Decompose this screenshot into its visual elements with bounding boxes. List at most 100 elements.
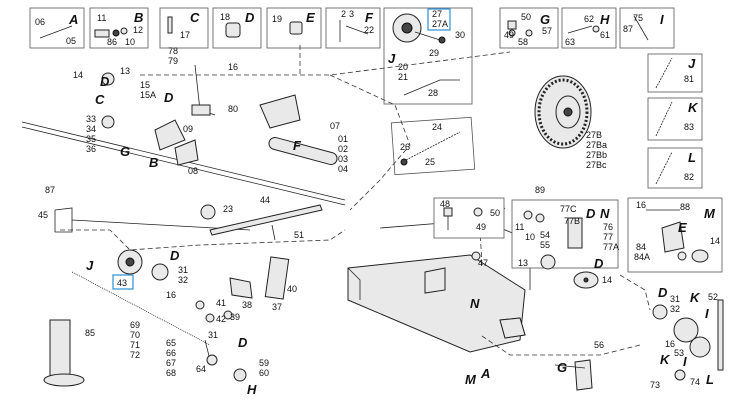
svg-text:80: 80 [228, 104, 238, 114]
svg-text:59: 59 [259, 358, 269, 368]
svg-text:77: 77 [603, 232, 613, 242]
detail-letter-d7: D [658, 285, 668, 300]
svg-text:01: 01 [338, 134, 348, 144]
svg-text:51: 51 [294, 230, 304, 240]
detail-letter-k: K [690, 290, 701, 305]
part-number: 28 [428, 88, 438, 98]
detail-box-i[interactable]: I 75 87 [619, 7, 675, 49]
detail-letter-h: H [247, 382, 257, 397]
detail-letter-n: N [470, 296, 480, 311]
chain-callouts: 69 70 71 72 65 66 67 68 [130, 320, 176, 378]
svg-text:31: 31 [670, 294, 680, 304]
part-number: 81 [684, 74, 694, 84]
detail-box-f[interactable]: F 2 3 22 [325, 7, 381, 49]
detail-letter-d5: D [586, 206, 596, 221]
svg-text:56: 56 [594, 340, 604, 350]
detail-letter-b: B [149, 155, 158, 170]
detail-box-b[interactable]: B 11 12 86 10 [89, 7, 149, 49]
detail-letter: A [68, 12, 78, 27]
svg-text:47: 47 [478, 258, 488, 268]
detail-letter: F [365, 10, 374, 25]
part-number: 27B [586, 130, 602, 140]
detail-box-j-sprocket[interactable]: J 27 27A 29 30 20 21 28 [383, 7, 473, 105]
svg-text:11: 11 [515, 222, 524, 232]
detail-letter-d2: D [100, 74, 110, 89]
part-number: 2 [341, 9, 346, 19]
detail-box-d[interactable]: D 18 [212, 7, 262, 49]
detail-letter-j: J [86, 258, 94, 273]
mid-assembly [43, 204, 346, 387]
detail-box-g[interactable]: G 50 49 57 58 [499, 7, 559, 49]
svg-text:77C: 77C [560, 204, 577, 214]
detail-box-k-chain[interactable]: K 83 [647, 97, 703, 141]
svg-text:42: 42 [216, 314, 226, 324]
detail-letter-a: A [480, 366, 490, 381]
part-number: 21 [398, 72, 408, 82]
part-number: 27Bc [586, 160, 607, 170]
svg-text:52: 52 [708, 292, 718, 302]
detail-letter-e: E [678, 220, 687, 235]
bottom-right-assembly: 56 73 74 52 53 31 32 16 D K I L K I G M … [465, 274, 724, 391]
part-number: 05 [66, 36, 76, 46]
detail-box-a[interactable]: A 06 05 [29, 7, 85, 49]
svg-text:84A: 84A [634, 252, 650, 262]
detail-box-bolts[interactable]: 48 49 50 47 [433, 197, 505, 268]
detail-letter: B [134, 10, 143, 25]
detail-box-h[interactable]: H 62 63 61 [561, 7, 617, 49]
washer-part: 14 [573, 271, 612, 289]
detail-letter-d6: D [594, 256, 604, 271]
part-number: 57 [542, 26, 552, 36]
svg-text:68: 68 [166, 368, 176, 378]
svg-text:66: 66 [166, 348, 176, 358]
svg-text:35: 35 [86, 134, 96, 144]
part-number: 24 [432, 122, 442, 132]
svg-text:07: 07 [330, 121, 340, 131]
svg-text:31: 31 [208, 330, 218, 340]
svg-text:02: 02 [338, 144, 348, 154]
detail-letter-m: M [465, 372, 477, 387]
part-number: 83 [684, 122, 694, 132]
svg-text:49: 49 [476, 222, 486, 232]
part-number: 30 [455, 30, 465, 40]
detail-letter: G [540, 12, 550, 27]
svg-text:16: 16 [166, 290, 176, 300]
detail-box-spring[interactable]: 24 26 25 [390, 116, 476, 176]
detail-letter: N [600, 206, 610, 221]
detail-box-l-chain[interactable]: L 82 [647, 147, 703, 189]
svg-text:79: 79 [168, 56, 178, 66]
detail-letter: J [688, 56, 696, 71]
part-number: 63 [565, 37, 575, 47]
svg-text:48: 48 [440, 199, 450, 209]
svg-text:76: 76 [603, 222, 613, 232]
part-number: 49 [504, 30, 514, 40]
svg-text:37: 37 [272, 302, 282, 312]
svg-text:16: 16 [636, 200, 646, 210]
part-number: 27Bb [586, 150, 607, 160]
svg-text:39: 39 [230, 312, 240, 322]
part-number: 87 [623, 24, 633, 34]
svg-text:03: 03 [338, 154, 348, 164]
svg-text:13: 13 [120, 66, 130, 76]
part-number: 27Ba [586, 140, 607, 150]
svg-text:84: 84 [636, 242, 646, 252]
part-number: 10 [125, 37, 135, 47]
svg-text:15: 15 [140, 80, 150, 90]
detail-box-n[interactable]: N 89 77C 77B 11 10 54 55 13 76 77 77A D … [511, 185, 619, 271]
part-number: 29 [429, 48, 439, 58]
svg-text:16: 16 [228, 62, 238, 72]
svg-text:71: 71 [130, 340, 140, 350]
detail-letter-c: C [95, 92, 105, 107]
wheel-assembly[interactable]: 27B 27Ba 27Bb 27Bc [534, 75, 607, 170]
detail-letter-i: I [705, 306, 709, 321]
detail-letter-g: G [120, 144, 130, 159]
detail-box-c[interactable]: C 17 [159, 7, 209, 49]
part-number: 50 [521, 12, 531, 22]
svg-text:32: 32 [670, 304, 680, 314]
detail-box-m[interactable]: M 16 88 84 84A 14 E [627, 197, 723, 273]
svg-text:67: 67 [166, 358, 176, 368]
detail-letter: C [190, 10, 200, 25]
svg-text:55: 55 [540, 240, 550, 250]
detail-box-j-chain[interactable]: J 81 [647, 53, 703, 93]
svg-text:33: 33 [86, 114, 96, 124]
detail-box-e[interactable]: E 19 [266, 7, 322, 49]
